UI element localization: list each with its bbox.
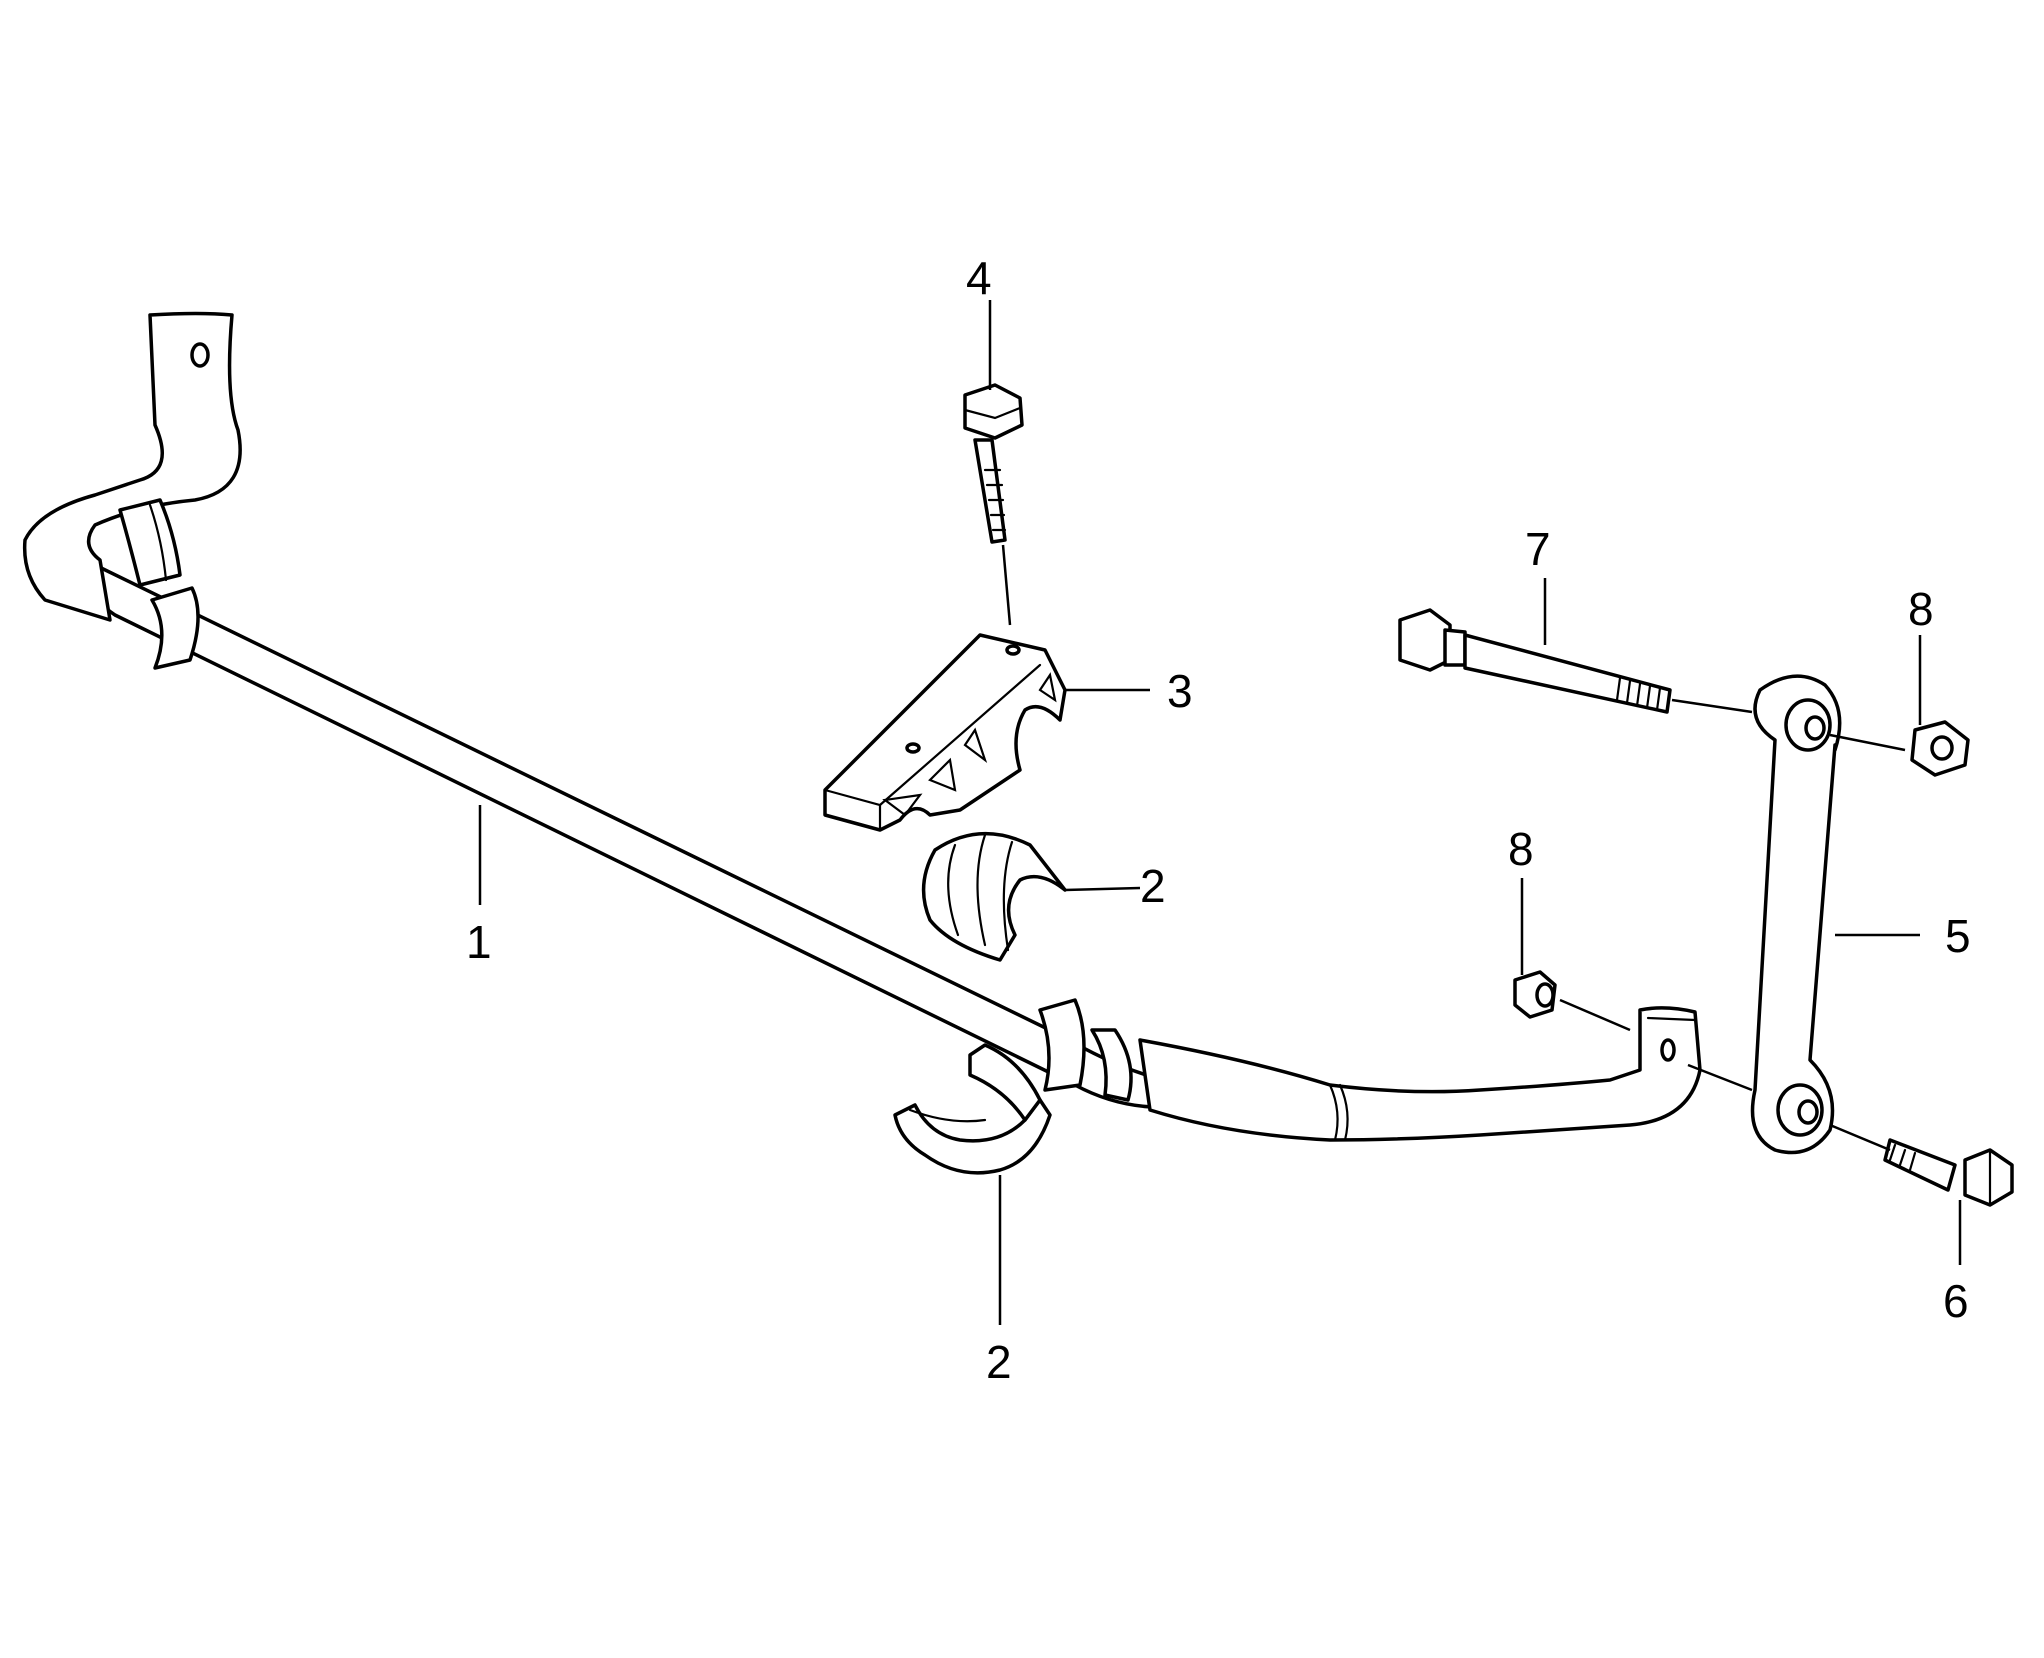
callout-2-lower: 2 (986, 1336, 1012, 1388)
leader-lines (478, 300, 1962, 1325)
callout-8-lower: 8 (1508, 823, 1534, 875)
callout-7: 7 (1525, 523, 1551, 575)
bushing-upper (921, 831, 1067, 962)
callout-labels: 1 2 2 3 4 5 6 7 8 8 (466, 252, 1971, 1388)
callout-4: 4 (966, 252, 992, 304)
link-bolt-lower (1829, 1123, 2014, 1207)
nut-lower (1513, 970, 1753, 1092)
nut-upper (1829, 720, 1970, 777)
link-bolt-upper (1398, 608, 1753, 714)
clamp-bracket (823, 633, 1067, 832)
callout-3: 3 (1167, 665, 1193, 717)
callout-8-upper: 8 (1908, 583, 1934, 635)
bushing-lower (893, 1043, 1052, 1175)
callout-2-upper: 2 (1140, 860, 1166, 912)
drop-link (1750, 674, 1842, 1155)
callout-6: 6 (1943, 1275, 1969, 1327)
callout-5: 5 (1945, 910, 1971, 962)
bracket-bolt (963, 383, 1024, 626)
callout-1: 1 (466, 916, 492, 968)
stabilizer-bar (22, 311, 1702, 1142)
